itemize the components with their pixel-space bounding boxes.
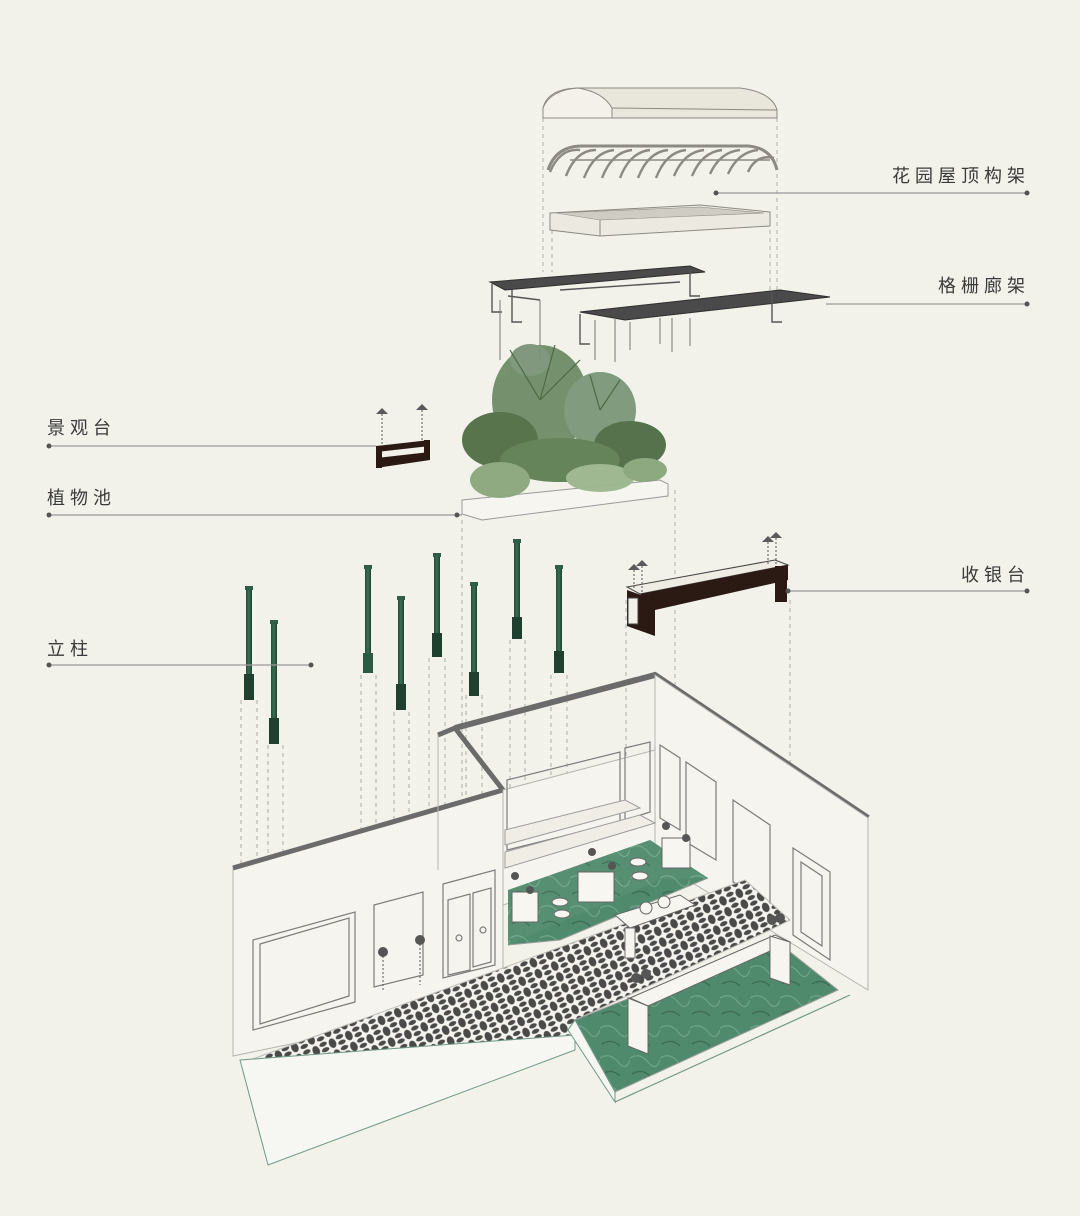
- label-planter: 植物池: [47, 488, 116, 509]
- roof-ribs: [546, 144, 779, 179]
- column: [432, 553, 442, 657]
- planter: [461, 344, 669, 521]
- column: [396, 596, 406, 710]
- roof-tray: [549, 204, 771, 237]
- column: [469, 582, 479, 696]
- label-pergola: 格栅廊架: [938, 276, 1030, 297]
- pergola: [488, 265, 831, 362]
- leader-dots: [46, 190, 1030, 668]
- cashier-counter: [625, 532, 790, 636]
- column: [363, 565, 373, 673]
- room-shell: [232, 671, 870, 1166]
- landscape-platform: [376, 404, 430, 468]
- columns: [244, 539, 564, 744]
- label-columns: 立柱: [47, 639, 93, 660]
- label-landscape-platform: 景观台: [47, 418, 116, 439]
- column: [512, 539, 522, 639]
- column: [554, 565, 564, 673]
- label-roof-frame: 花园屋顶构架: [892, 166, 1030, 187]
- leader-lines: [49, 192, 1027, 666]
- label-cashier-counter: 收银台: [961, 565, 1030, 586]
- roof-shell: [542, 87, 778, 119]
- column: [244, 586, 254, 700]
- column: [269, 620, 279, 744]
